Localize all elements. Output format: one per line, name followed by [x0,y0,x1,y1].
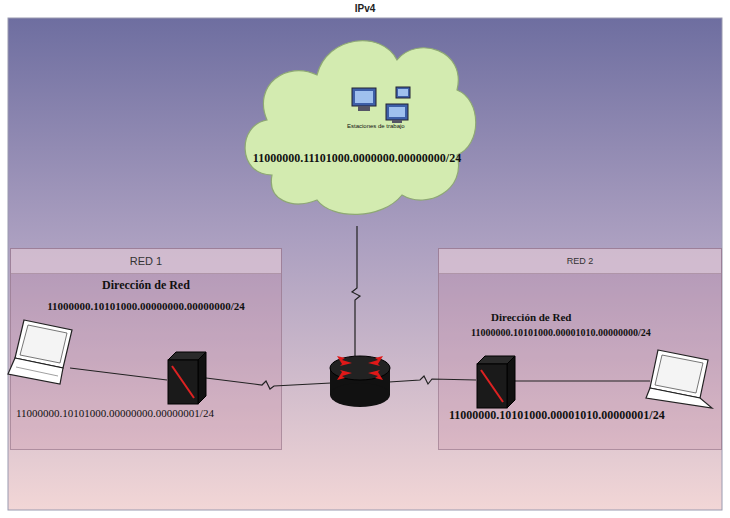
laptop [646,350,712,408]
serial-link [389,376,476,384]
cloud-caption: Estaciones de trabajo [347,123,405,130]
ethernet-wire [515,380,650,381]
network-panel: RED 1 Dirección de Red 11000000.10101000.0… [10,248,282,450]
cloud-shape [232,5,482,225]
router [330,356,390,407]
cloud-outline [245,41,476,215]
panel-heading: Dirección de Red [491,311,571,324]
panel-header: RED 2 [439,249,721,274]
panel-heading: Dirección de Red [11,279,281,293]
diagram-title: IPv4 [0,3,730,15]
backdrop [8,18,722,510]
cloud-node: Estaciones de trabajo 11000000.11101000.0… [232,5,482,225]
serial-link [206,378,331,389]
ethernet-wire [70,368,167,380]
laptop [8,320,72,384]
panel-header: RED 1 [11,249,281,274]
firewall [477,356,515,408]
wires [70,226,650,389]
network-address: 11000000.10101000.00001010.00000000/24 [471,327,651,339]
network-panel: RED 2 Dirección de Red 11000000.10101000.0… [438,248,722,450]
network-address: 11000000.10101000.00000000.00000000/24 [11,300,281,313]
host-address: 11000000.10101000.00001010.00000001/24 [449,409,665,423]
workstation-icons [352,87,410,123]
network-address: 11000000.11101000.0000000.00000000/24 [232,152,482,166]
serial-link [352,226,360,356]
firewall [168,352,206,404]
host-address: 11000000.10101000.00000000.00000001/24 [16,407,214,420]
